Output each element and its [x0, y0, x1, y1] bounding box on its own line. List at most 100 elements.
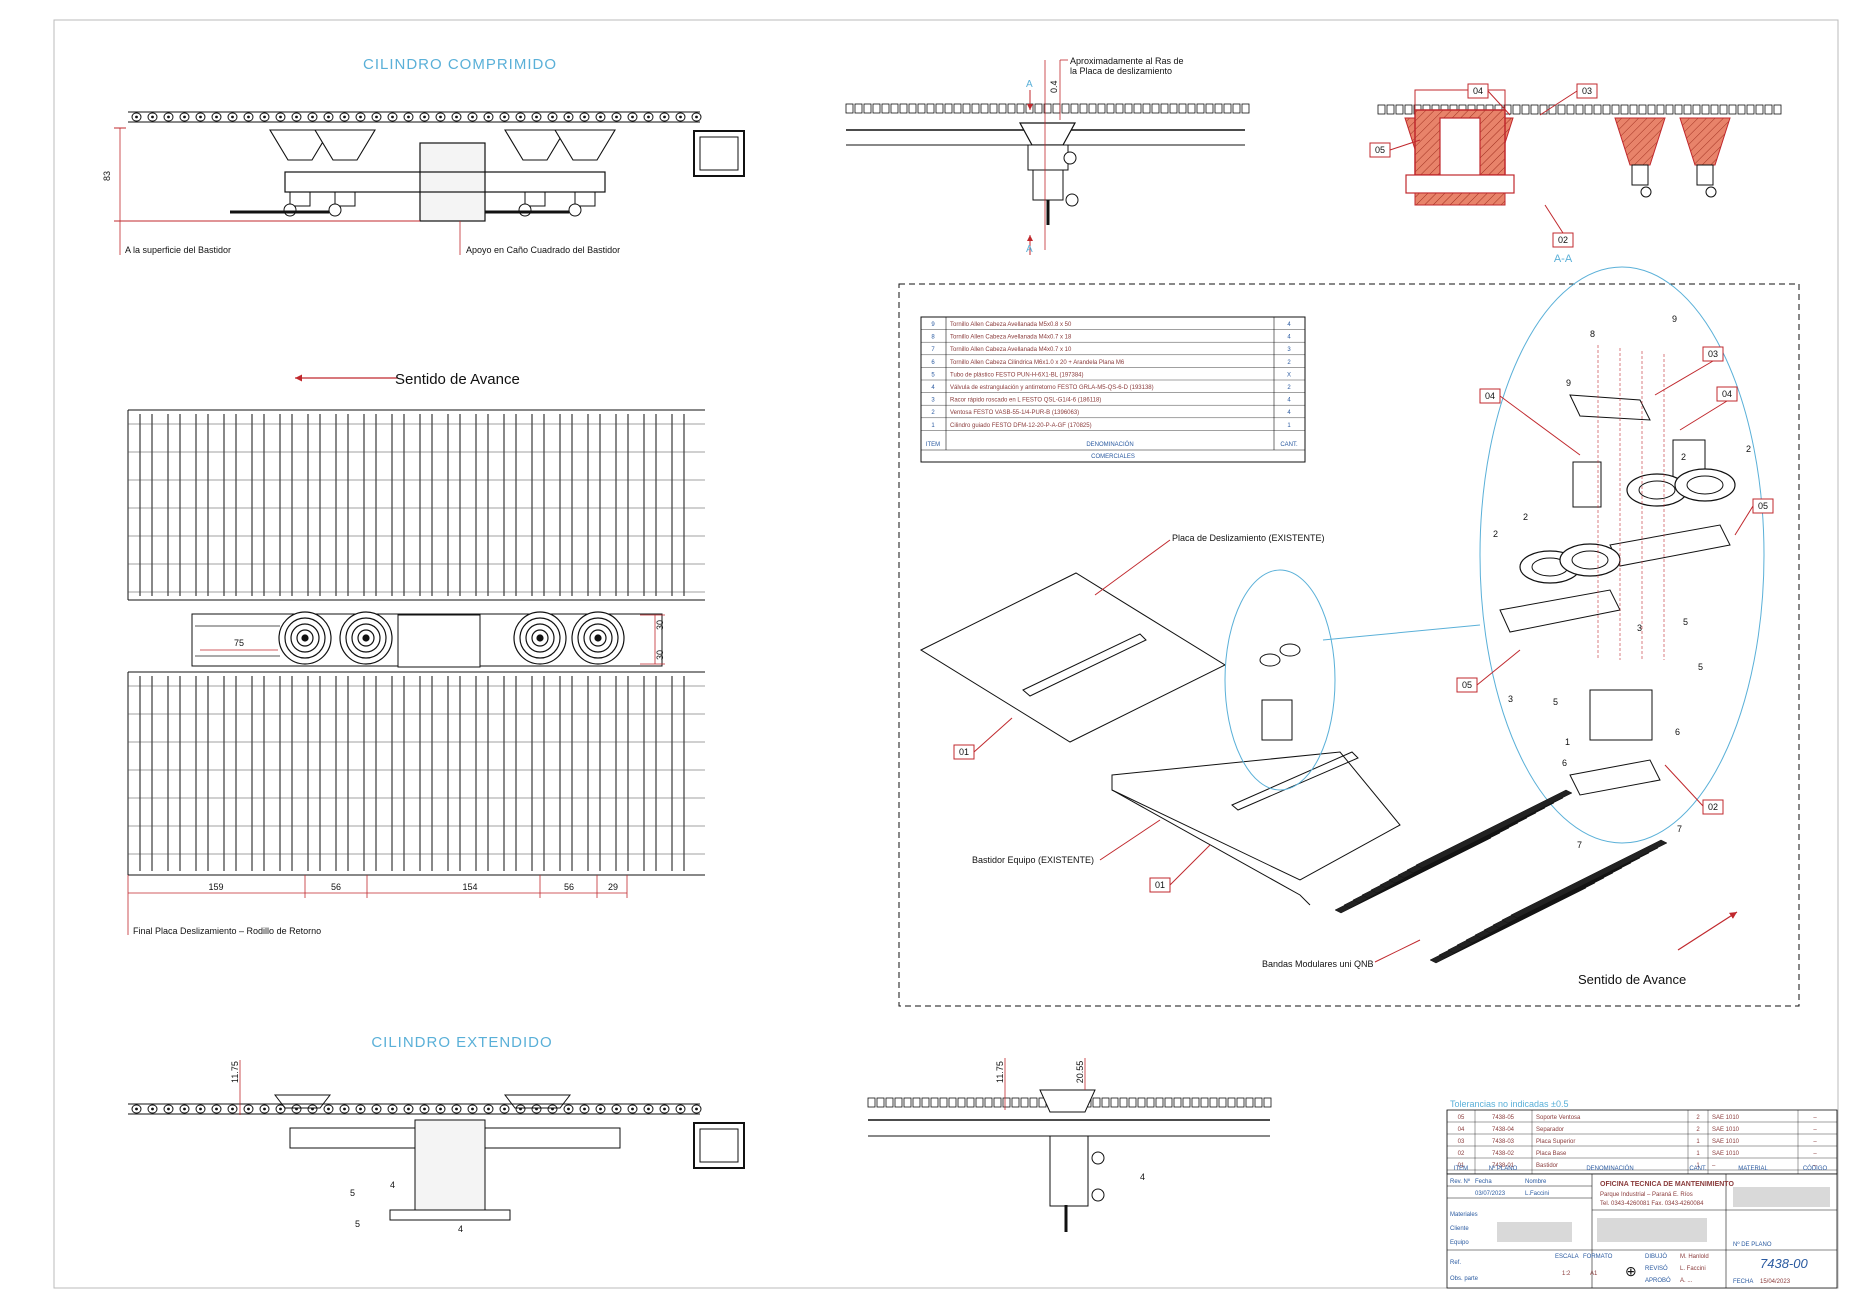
- sheet-border: [53, 19, 1839, 1289]
- svg-text:FECHA: FECHA: [1733, 1279, 1753, 1285]
- svg-text:1:2: 1:2: [1562, 1271, 1571, 1277]
- dim-56a: 56: [331, 882, 341, 892]
- dim-29: 29: [608, 882, 618, 892]
- bom-item: 8: [931, 335, 935, 341]
- iso-belts-note: Bandas Modulares uni QNB: [1262, 959, 1374, 969]
- bom-desc: Tubo de plástico FESTO PUN-H-6X1-BL (197…: [950, 372, 1084, 378]
- bom-desc: Tornillo Allen Cabeza Avellanada M4x0.7 …: [950, 335, 1072, 341]
- bom-header-desc: DENOMINACIÓN: [1086, 441, 1133, 448]
- svg-text:Tel. 0343-4260081 Fax. 0343: Tel. 0343-4260081 Fax. 0343-4260084: [1600, 1201, 1704, 1207]
- conveyor-chain-side: [845, 103, 1250, 114]
- tag-02-iso: [1702, 799, 1724, 815]
- svg-text:CANT.: CANT.: [1689, 1166, 1707, 1172]
- svg-text:4: 4: [458, 1224, 463, 1234]
- svg-text:01: 01: [1155, 880, 1165, 890]
- view-side-top: A A 0.4 Aproximadamente al Ras de la Pla…: [845, 56, 1250, 255]
- svg-text:7: 7: [1677, 824, 1682, 834]
- svg-text:L. Faccini: L. Faccini: [1680, 1266, 1706, 1272]
- part-cell: SAE 1010: [1712, 1115, 1740, 1121]
- conveyor-chain-side-ext: [867, 1097, 1272, 1108]
- part-cell: Separador: [1536, 1127, 1564, 1133]
- bom-item: 5: [931, 372, 935, 378]
- part-cell: 7438-05: [1492, 1115, 1515, 1121]
- dim-1175a: 11.75: [230, 1061, 240, 1083]
- bom-header-item: ITEM: [926, 442, 940, 448]
- extended-title: CILINDRO EXTENDIDO: [371, 1034, 552, 1051]
- dim-30b: 30: [655, 650, 665, 660]
- svg-text:2: 2: [1746, 444, 1751, 454]
- svg-text:MATERIAL: MATERIAL: [1738, 1166, 1768, 1172]
- svg-text:DENOMINACIÓN: DENOMINACIÓN: [1586, 1165, 1633, 1172]
- sliding-plate: [919, 572, 1227, 743]
- section-title: A-A: [1554, 253, 1573, 265]
- cylinder-body: [419, 142, 486, 222]
- svg-text:7: 7: [1577, 840, 1582, 850]
- part-cell: Placa Base: [1536, 1151, 1567, 1157]
- bom-item: 7: [931, 347, 935, 353]
- svg-text:5: 5: [1553, 697, 1558, 707]
- svg-text:5: 5: [1698, 662, 1703, 672]
- note-final-plate: Final Placa Deslizamiento – Rodillo de R…: [133, 926, 321, 936]
- part-cell: 03: [1458, 1139, 1465, 1145]
- bom-qty: X: [1287, 372, 1291, 378]
- bom-qty: 4: [1287, 335, 1291, 341]
- svg-text:Obs. parte: Obs. parte: [1450, 1276, 1479, 1282]
- svg-text:03: 03: [1582, 86, 1592, 96]
- section-letter-top: A: [1026, 79, 1033, 90]
- svg-text:04: 04: [1485, 391, 1495, 401]
- part-cell: SAE 1010: [1712, 1127, 1740, 1133]
- svg-text:02: 02: [1558, 235, 1568, 245]
- svg-text:5: 5: [350, 1188, 355, 1198]
- svg-text:01: 01: [959, 747, 969, 757]
- svg-text:Rev. Nº: Rev. Nº: [1450, 1178, 1471, 1185]
- conveyor-chain-ext: [128, 1103, 702, 1115]
- svg-text:Materiales: Materiales: [1450, 1212, 1478, 1218]
- dim-30a: 30: [655, 620, 665, 630]
- svg-text:5: 5: [355, 1219, 360, 1229]
- svg-text:2: 2: [1523, 512, 1528, 522]
- svg-text:CÓDIGO: CÓDIGO: [1803, 1165, 1828, 1172]
- svg-text:Parque Industrial – Paraná E.: Parque Industrial – Paraná E. Ríos: [1600, 1192, 1693, 1198]
- bom-qty: 3: [1287, 347, 1291, 353]
- svg-text:DIBUJÓ: DIBUJÓ: [1645, 1253, 1667, 1260]
- note-support: Apoyo en Caño Cuadrado del Bastidor: [466, 245, 620, 255]
- part-cell: 7438-02: [1492, 1151, 1515, 1157]
- tolerance-note: Tolerancias no indicadas ±0.5: [1450, 1099, 1569, 1109]
- compressed-title: CILINDRO COMPRIMIDO: [363, 56, 557, 73]
- svg-text:9: 9: [1672, 314, 1677, 324]
- bom-item: 2: [931, 410, 935, 416]
- svg-text:6: 6: [1675, 727, 1680, 737]
- part-cell: 1: [1696, 1151, 1700, 1157]
- bom-qty: 4: [1287, 398, 1291, 404]
- svg-text:A. ...: A. ...: [1680, 1278, 1693, 1284]
- part-cell: –: [1712, 1163, 1716, 1169]
- svg-text:04: 04: [1722, 389, 1732, 399]
- modular-belt-upper: [127, 409, 705, 601]
- bom-desc: Válvula de estrangulación y antirretorno…: [950, 385, 1154, 391]
- bom-item: 9: [931, 322, 935, 328]
- part-cell: 1: [1696, 1163, 1700, 1169]
- bom-desc: Ventosa FESTO VASB-55-1/4-PUR-B (1396063…: [950, 410, 1079, 416]
- svg-text:15/04/2023: 15/04/2023: [1760, 1279, 1791, 1285]
- part-cell: 05: [1458, 1115, 1465, 1121]
- dim-1175b: 11.75: [995, 1061, 1005, 1083]
- svg-text:4: 4: [390, 1180, 395, 1190]
- svg-text:REVISÓ: REVISÓ: [1645, 1265, 1668, 1272]
- svg-text:ESCALA: ESCALA: [1555, 1254, 1579, 1260]
- bom-qty: 4: [1287, 322, 1291, 328]
- part-cell: –: [1813, 1127, 1817, 1133]
- svg-text:04: 04: [1473, 86, 1483, 96]
- part-cell: Placa Superior: [1536, 1139, 1575, 1145]
- dim-04: 0.4: [1049, 80, 1059, 93]
- office-name: OFICINA TECNICA DE MANTENIMIENTO: [1600, 1181, 1734, 1188]
- bom-qty: 1: [1287, 423, 1291, 429]
- svg-text:Cliente: Cliente: [1450, 1226, 1469, 1232]
- part-cell: SAE 1010: [1712, 1139, 1740, 1145]
- part-cell: 7438-03: [1492, 1139, 1515, 1145]
- svg-text:ITEM: ITEM: [1454, 1166, 1468, 1172]
- bom-desc: Tornillo Allen Cabeza Cilindrica M6x1.0 …: [950, 360, 1125, 366]
- part-cell: 01: [1458, 1163, 1465, 1169]
